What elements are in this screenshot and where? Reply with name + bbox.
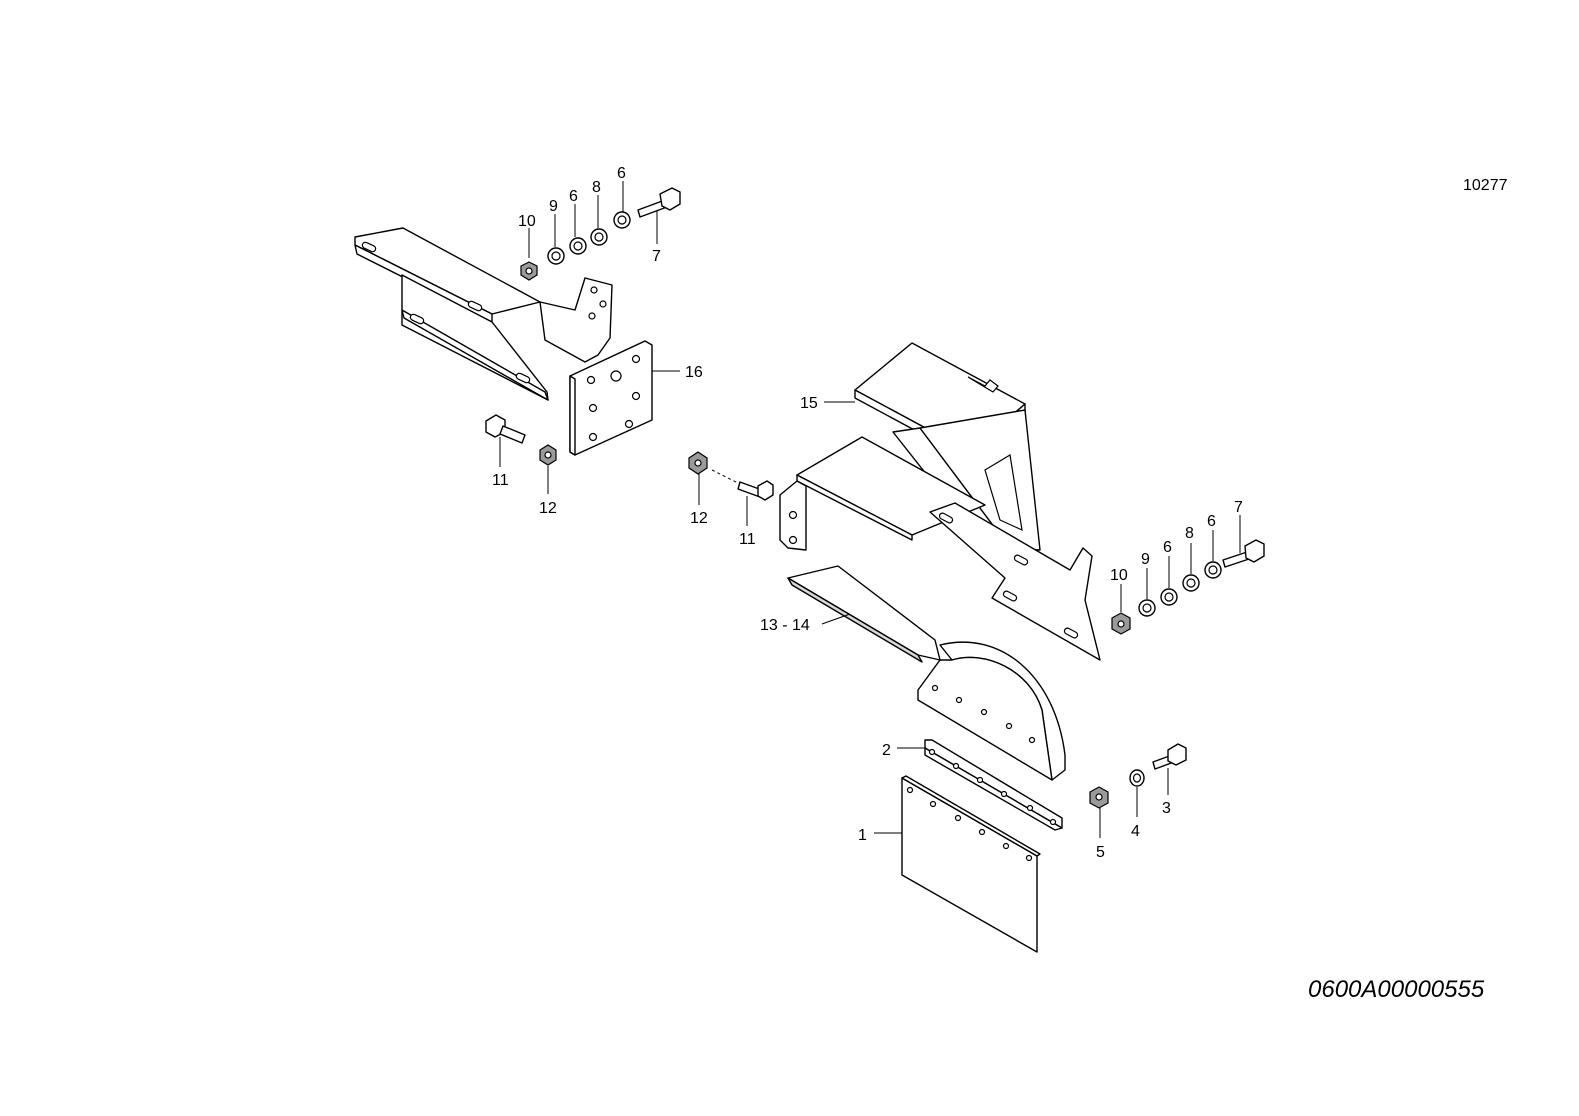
figure-number: 10277 xyxy=(1463,177,1508,194)
callout-3: 3 xyxy=(1162,800,1171,817)
callout-left-10: 10 xyxy=(518,213,536,230)
callout-right-6a: 6 xyxy=(1163,539,1172,556)
left-fasteners-top xyxy=(520,187,681,281)
callout-mid-12: 12 xyxy=(690,510,708,527)
callout-right-7: 7 xyxy=(1234,499,1243,516)
callout-mid-11: 11 xyxy=(739,531,756,548)
callout-right-10: 10 xyxy=(1110,567,1128,584)
callout-2: 2 xyxy=(882,742,891,759)
drawing-code: 0600A00000555 xyxy=(1308,976,1485,1003)
callout-15: 15 xyxy=(800,395,818,412)
strip-2 xyxy=(924,739,1063,831)
callout-left-6a: 6 xyxy=(569,188,578,205)
bottom-fasteners xyxy=(1089,743,1187,809)
callout-1: 1 xyxy=(858,827,867,844)
callout-4: 4 xyxy=(1131,823,1140,840)
callout-left-7: 7 xyxy=(652,248,661,265)
callout-left-9: 9 xyxy=(549,198,558,215)
right-bracket-15 xyxy=(779,342,1101,661)
mudflap-1 xyxy=(901,775,1041,953)
callout-left-8: 8 xyxy=(592,179,601,196)
callout-right-6b: 6 xyxy=(1207,513,1216,530)
callout-right-9: 9 xyxy=(1141,551,1150,568)
callout-5: 5 xyxy=(1096,844,1105,861)
mudguard-13-14 xyxy=(787,565,1066,781)
callout-left-12: 12 xyxy=(539,500,557,517)
callout-16: 16 xyxy=(685,364,703,381)
callout-right-8: 8 xyxy=(1185,525,1194,542)
left-fasteners-bottom xyxy=(485,414,557,466)
callout-left-6b: 6 xyxy=(617,165,626,182)
right-fasteners-top xyxy=(1111,539,1265,635)
mid-fasteners xyxy=(688,451,774,501)
left-bracket-16 xyxy=(354,227,653,456)
callout-left-11: 11 xyxy=(492,472,509,489)
callout-13-14: 13 - 14 xyxy=(760,617,810,634)
